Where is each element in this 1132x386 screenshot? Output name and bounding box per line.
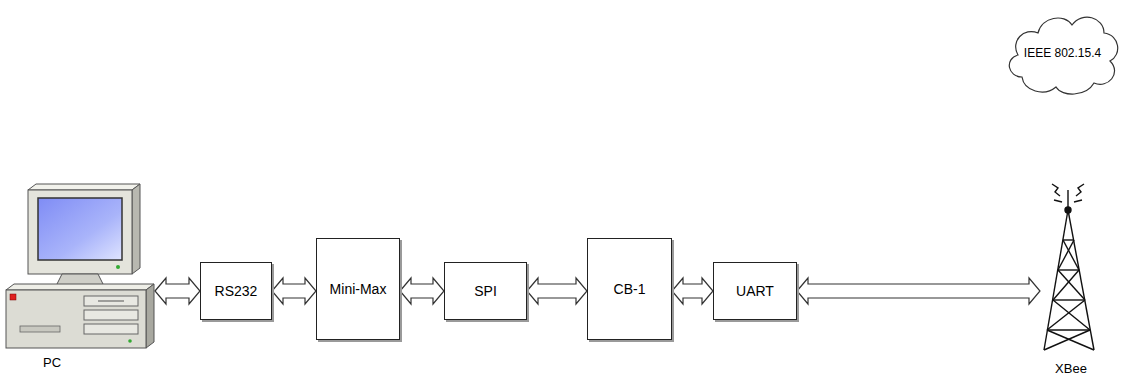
box-label: CB-1 bbox=[614, 281, 646, 297]
box-label: RS232 bbox=[215, 283, 258, 299]
antenna-tower bbox=[1044, 184, 1094, 350]
node-label: IEEE 802.15.4 bbox=[1024, 46, 1101, 60]
computer-illustration bbox=[6, 184, 154, 348]
antenna-node: XBee bbox=[1040, 192, 1102, 378]
box-label: Mini-Max bbox=[330, 281, 387, 297]
block-arrow bbox=[672, 278, 713, 304]
network-cloud: IEEE 802.15.4 bbox=[1000, 5, 1125, 100]
block-arrow bbox=[272, 278, 316, 304]
node-label: PC bbox=[43, 355, 61, 370]
process-box: UART bbox=[713, 262, 797, 320]
node-label: XBee bbox=[1055, 361, 1087, 376]
block-arrow bbox=[527, 278, 587, 304]
block-arrow bbox=[155, 278, 200, 304]
computer-node: PC bbox=[5, 186, 155, 372]
process-box: Mini-Max bbox=[316, 238, 400, 340]
block-arrow bbox=[797, 278, 1040, 304]
box-label: UART bbox=[736, 283, 774, 299]
box-label: SPI bbox=[474, 283, 497, 299]
block-arrow bbox=[400, 278, 444, 304]
process-box: RS232 bbox=[200, 262, 272, 320]
cloud-shape bbox=[1009, 17, 1117, 94]
process-box: SPI bbox=[444, 262, 527, 320]
process-box: CB-1 bbox=[587, 238, 672, 340]
